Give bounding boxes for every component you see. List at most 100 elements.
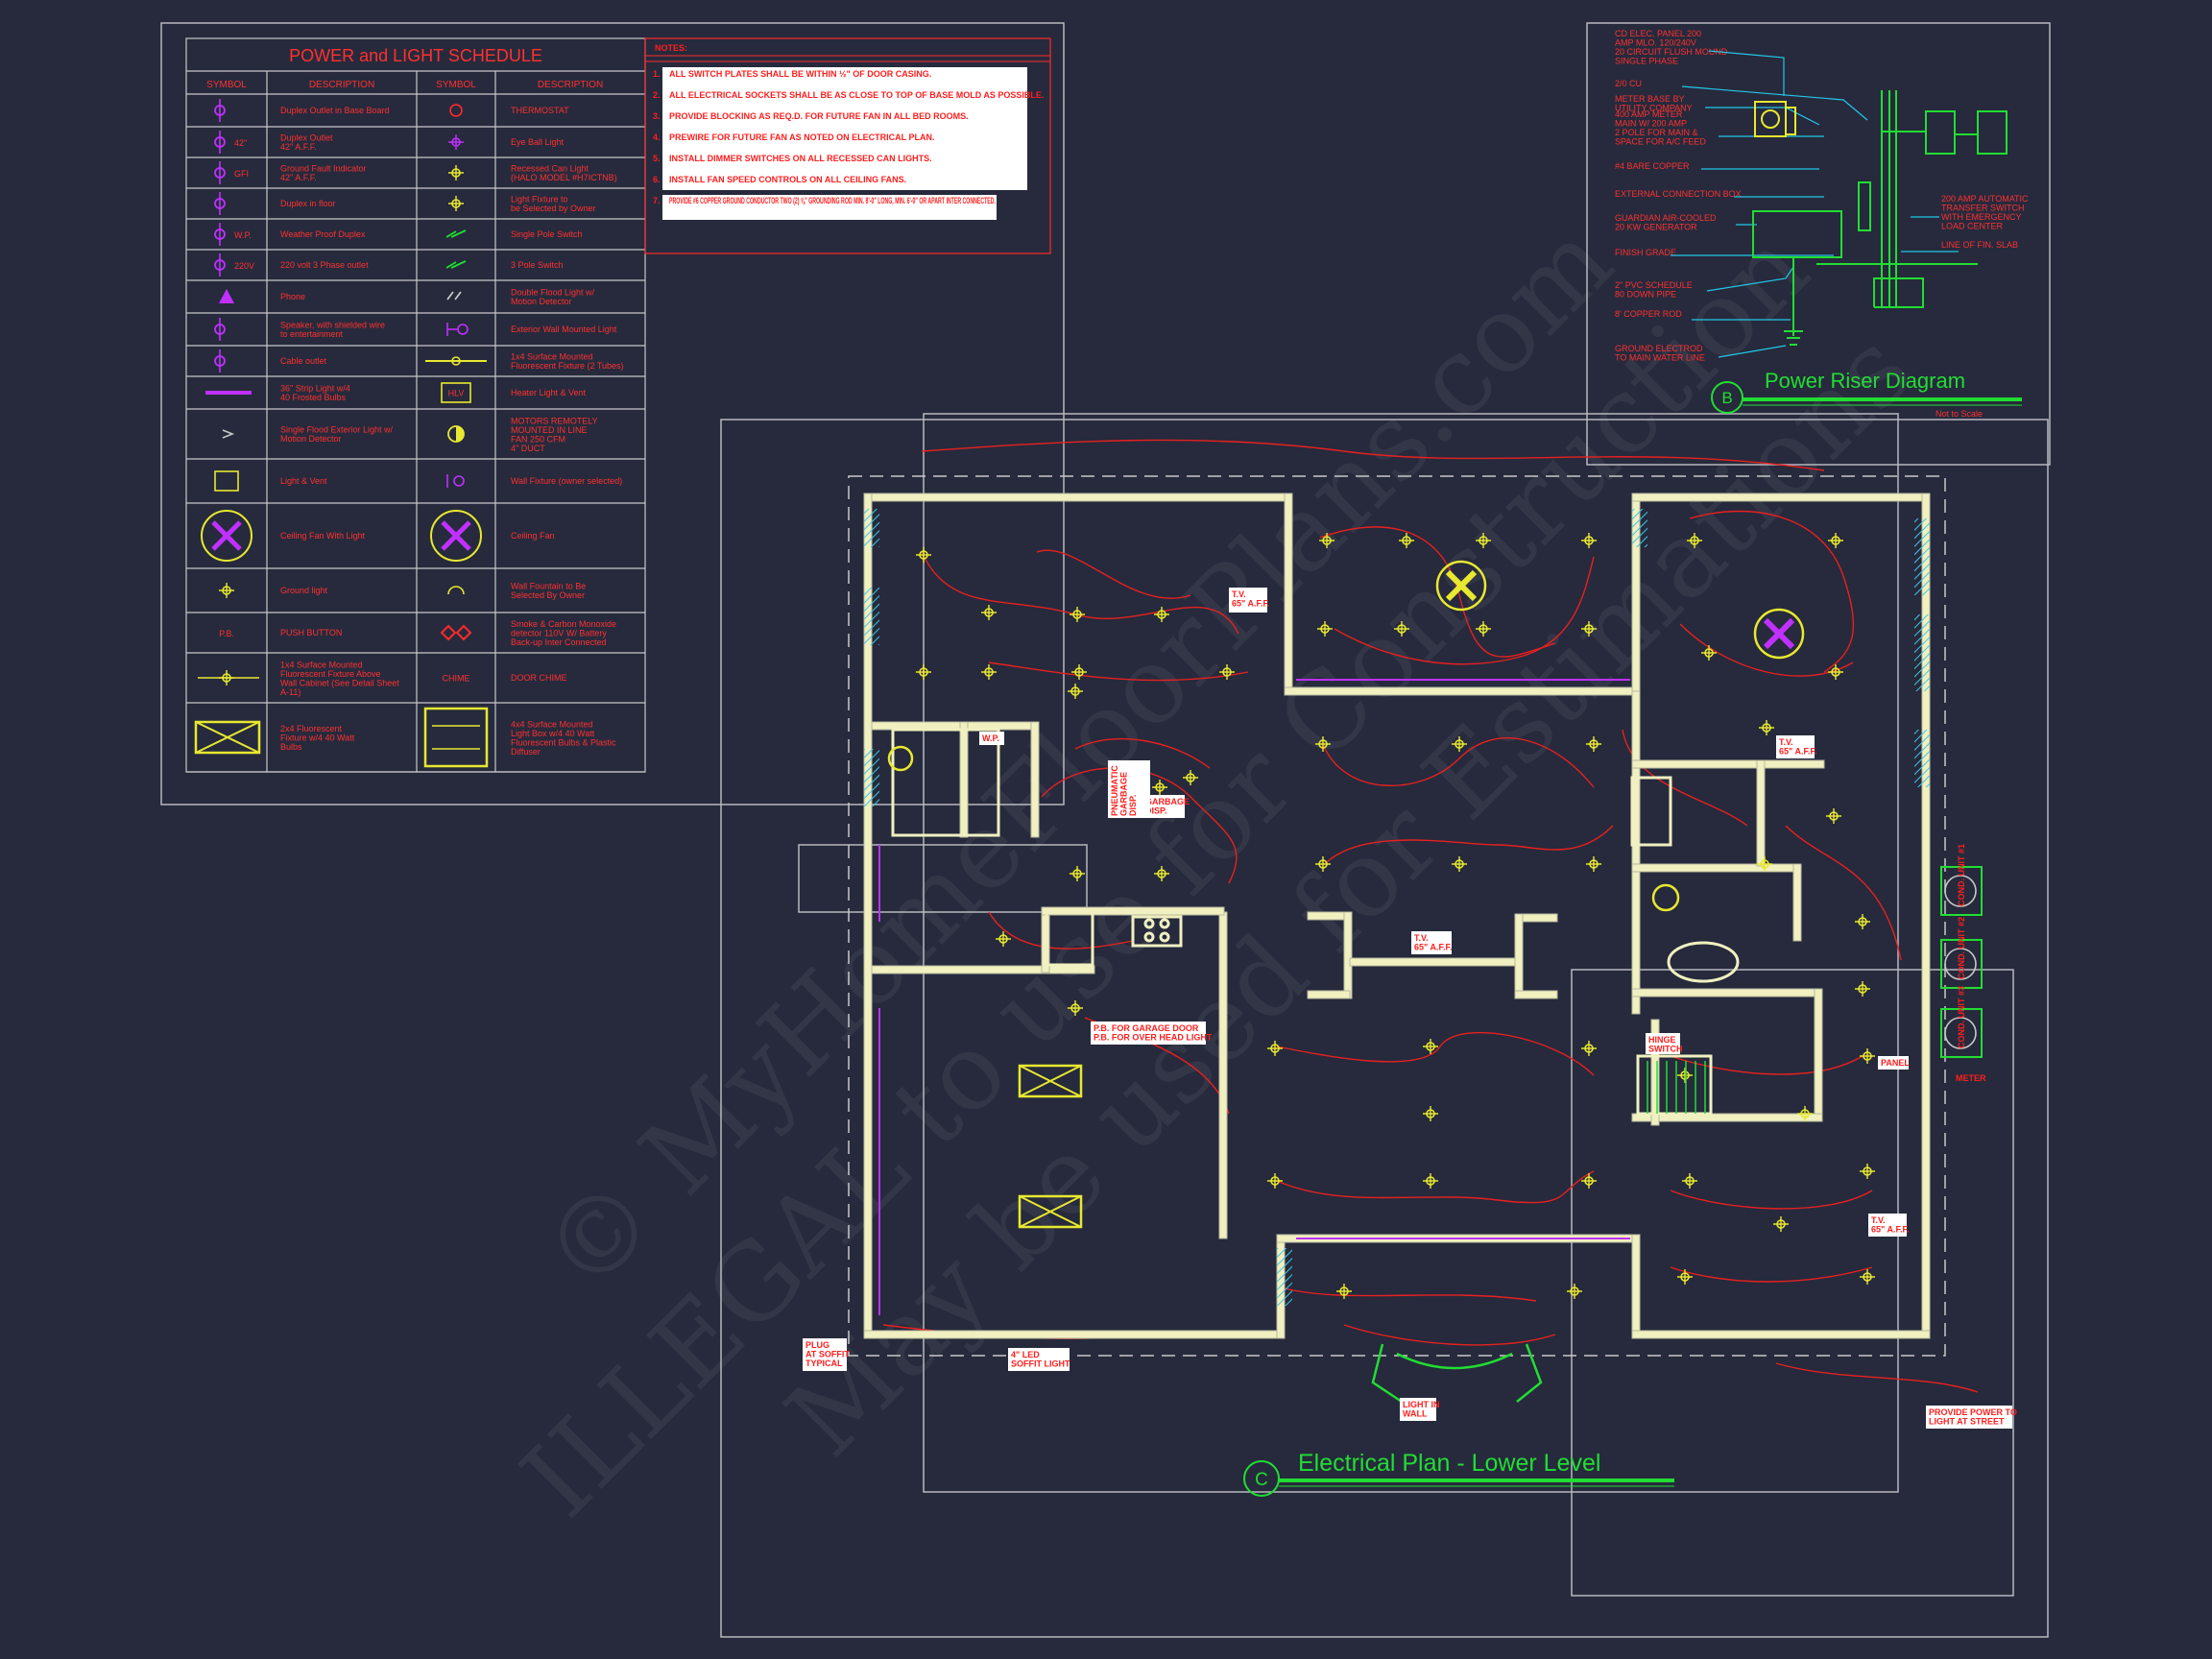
- schedule-row: Light & Vent Wall Fixture (owner selected…: [186, 470, 645, 504]
- garage-fluorescent-fixtures: [1018, 1064, 1083, 1229]
- riser-label: EXTERNAL CONNECTION BOX: [1615, 189, 1742, 199]
- condenser-unit-icon: COND. UNIT #2: [1940, 917, 1983, 989]
- walls: [863, 493, 1931, 1339]
- plan-tag-meter: METER: [1956, 1073, 1986, 1083]
- riser-title-block: B Power Riser Diagram Not to Scale: [1711, 369, 2022, 419]
- left-symbol-mark: 220V: [234, 261, 254, 271]
- condenser-unit-label: COND. UNIT #3: [1957, 986, 1966, 1048]
- schedule-header-description-2: DESCRIPTION: [538, 80, 603, 90]
- plan-tag-text: T.V.65" A.F.F.: [1232, 589, 1269, 608]
- entry-steps: [1371, 1343, 1543, 1404]
- single-pole-switch-icon: [445, 229, 467, 238]
- recessed-can-light-icon: [1581, 533, 1597, 548]
- recessed-can-light-icon: [1068, 1000, 1083, 1016]
- condenser-unit-icon: COND. UNIT #3: [1940, 986, 1983, 1058]
- left-description: Light & Vent: [280, 476, 327, 486]
- ceiling-fan-light-icon: [201, 510, 252, 562]
- sheet-frames: [160, 22, 2051, 1638]
- schedule-header-symbol-2: SYMBOL: [436, 80, 476, 90]
- wall-fixture-icon: [446, 474, 465, 488]
- note-text: PREWIRE FOR FUTURE FAN AS NOTED ON ELECT…: [669, 132, 935, 142]
- recessed-can-light-icon: [1581, 621, 1597, 637]
- plan-tag-text: T.V.65" A.F.F.: [1414, 933, 1452, 951]
- left-description: Ground light: [280, 586, 328, 595]
- plan-tag-tv4: T.V.65" A.F.F.: [1868, 1214, 1909, 1237]
- kitchen-island: [891, 728, 1672, 967]
- left-symbol-mark: P.B.: [219, 629, 234, 638]
- recessed-can-light-icon: [1586, 856, 1601, 872]
- note-text: PROVIDE #6 COPPER GROUND CONDUCTOR TWO (…: [669, 196, 996, 205]
- surface-fixture-icon: [198, 670, 259, 685]
- plan-tag-tv3: T.V.65" A.F.F.: [1411, 931, 1452, 954]
- note-item: 5.INSTALL DIMMER SWITCHES ON ALL RECESSE…: [653, 154, 932, 163]
- ceiling-fan-icon: [1435, 560, 1805, 660]
- motor-fan-icon: [447, 425, 465, 443]
- recessed-can-light-icon: [1773, 1216, 1789, 1232]
- riser-label: 8' COPPER ROD: [1615, 309, 1682, 319]
- power-light-schedule: POWER and LIGHT SCHEDULE SYMBOL DESCRIPT…: [185, 37, 646, 773]
- generator-icon: [1752, 210, 1842, 346]
- note-item: 7.PROVIDE #6 COPPER GROUND CONDUCTOR TWO…: [653, 196, 996, 205]
- recessed-can-light-icon: [1855, 981, 1870, 997]
- weatherproof-duplex-icon: [214, 223, 226, 246]
- recessed-can-light-icon: [1687, 533, 1702, 548]
- thermostat-icon: [449, 104, 463, 117]
- right-description: Wall Fixture (owner selected): [511, 476, 622, 486]
- recessed-can-light-icon: [1677, 1269, 1693, 1285]
- note-text: ALL ELECTRICAL SOCKETS SHALL BE AS CLOSE…: [669, 90, 1044, 100]
- left-description: Duplex Outlet in Base Board: [280, 106, 390, 115]
- note-item: 2.ALL ELECTRICAL SOCKETS SHALL BE AS CLO…: [653, 90, 1044, 100]
- 220v-outlet-icon: [214, 253, 226, 276]
- three-way-switch-icon: [445, 260, 467, 269]
- riser-scale: Not to Scale: [1936, 409, 1983, 419]
- riser-label: LINE OF FIN. SLAB: [1941, 240, 2018, 250]
- left-symbol-mark: W.P.: [234, 230, 252, 240]
- recessed-can-light-icon: [1071, 664, 1087, 680]
- note-number: 1.: [653, 69, 661, 79]
- recessed-can-light-icon: [1828, 664, 1843, 680]
- panel-icons: [1816, 90, 2008, 308]
- bathtub: [887, 745, 1740, 983]
- garage-doors: [878, 679, 1630, 1315]
- light-fixture-icon: [448, 196, 464, 211]
- plan-title: Electrical Plan - Lower Level: [1298, 1450, 1600, 1477]
- recessed-can-light-icon: [1068, 684, 1083, 699]
- left-description: Weather Proof Duplex: [280, 229, 366, 239]
- schedule-header-description-1: DESCRIPTION: [309, 80, 374, 90]
- riser-leader-lines: [1671, 50, 1959, 358]
- left-description: Phone: [280, 292, 305, 301]
- flood-light-motion-icon: [446, 291, 462, 301]
- recessed-can-light-icon: [1152, 780, 1167, 795]
- recessed-can-light-icon: [1682, 1173, 1697, 1189]
- recessed-can-light-icon: [1267, 1173, 1283, 1189]
- ceiling-fan-icon: [430, 510, 482, 562]
- recessed-can-light-icon: [1423, 1173, 1438, 1189]
- note-number: 6.: [653, 175, 661, 184]
- notes-box: NOTES: 1.ALL SWITCH PLATES SHALL BE WITH…: [644, 37, 1051, 254]
- recessed-can-light-icon: [916, 664, 931, 680]
- right-description: Exterior Wall Mounted Light: [511, 325, 617, 334]
- condenser-unit-label: COND. UNIT #2: [1957, 917, 1966, 979]
- recessed-can-light-icon: [1581, 1173, 1597, 1189]
- heater-light-vent-icon: [441, 382, 471, 403]
